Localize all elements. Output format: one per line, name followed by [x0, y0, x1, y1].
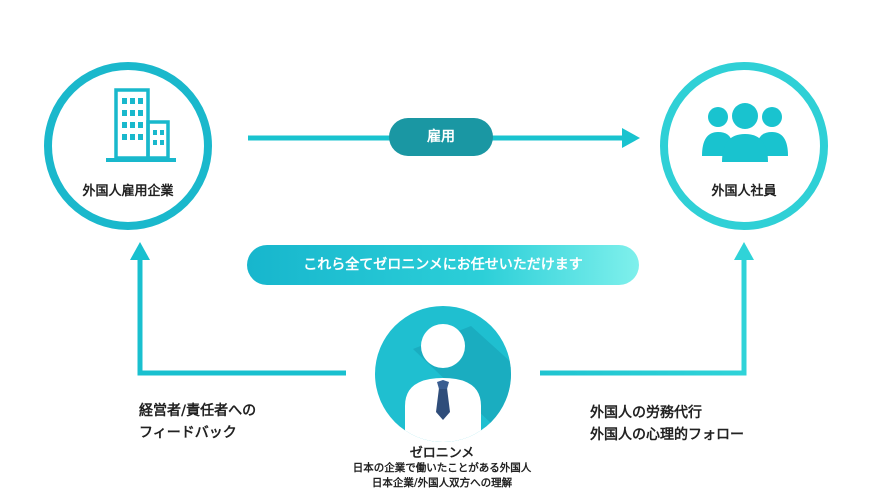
support-service-line: 外国人の心理的フォロー [590, 427, 744, 443]
building-icon [106, 88, 176, 162]
feedback-arrow-head [130, 242, 150, 260]
employer-label: 外国人雇用企業 [82, 184, 174, 199]
service-banner: これら全てゼロニンメにお任せいただけます [247, 245, 639, 285]
support-arrow-line [540, 258, 747, 376]
hire-label-pill: 雇用 [389, 118, 493, 156]
zeronime-description: 日本の企業で働いたことがある外国人 日本企業/外国人双方への理解 [292, 461, 592, 491]
support-service-text: 外国人の労務代行 外国人の心理的フォロー [590, 402, 744, 446]
zeronime-description-line: 日本企業/外国人双方への理解 [371, 477, 513, 489]
people-group-icon [702, 103, 788, 162]
employer-node: 外国人雇用企業 [44, 62, 212, 230]
hire-arrow-head [622, 128, 640, 148]
feedback-arrow-line [137, 258, 346, 376]
feedback-service-line: 経営者/責任者への [139, 403, 257, 419]
support-service-line: 外国人の労務代行 [590, 405, 702, 421]
person-with-tie-icon [375, 306, 511, 442]
employee-label: 外国人社員 [711, 184, 777, 199]
feedback-service-line: フィードバック [139, 425, 237, 441]
zeronime-label: ゼロニンメ [409, 446, 475, 461]
feedback-service-text: 経営者/責任者への フィードバック [139, 400, 256, 444]
employee-node: 外国人社員 [660, 62, 828, 230]
support-arrow-head [734, 242, 754, 260]
zeronime-description-line: 日本の企業で働いたことがある外国人 [352, 462, 532, 474]
